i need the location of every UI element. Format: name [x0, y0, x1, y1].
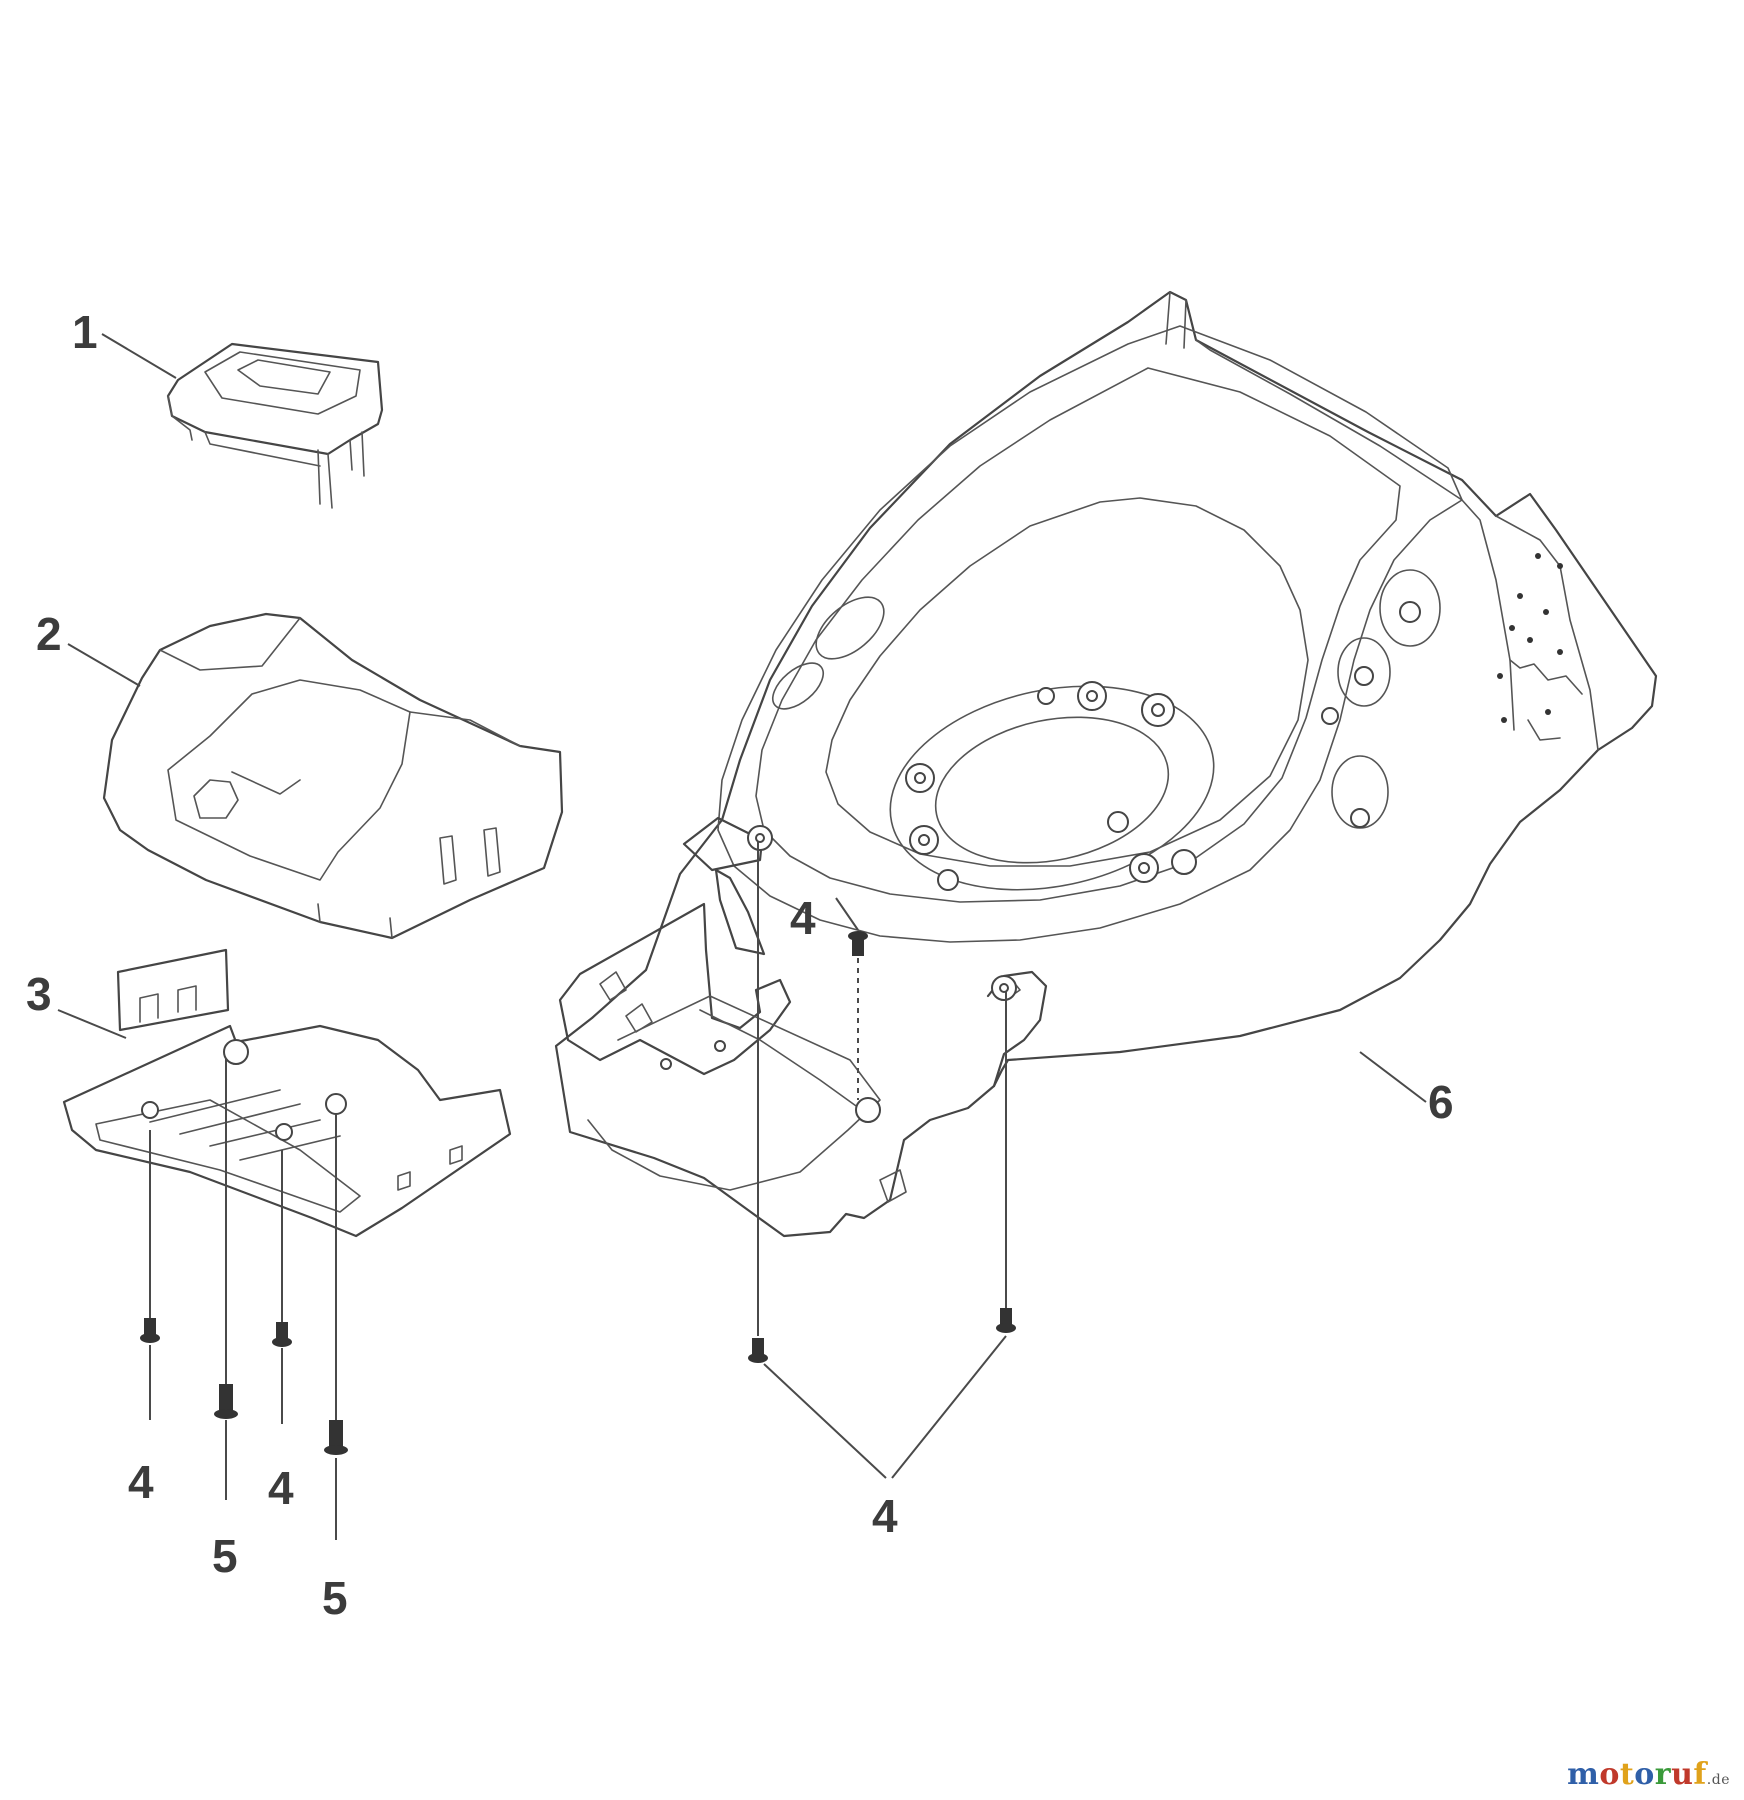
callout-1: 1 [72, 306, 98, 358]
watermark-logo: motoruf.de [1567, 1757, 1730, 1792]
callout-5-a: 5 [212, 1530, 238, 1582]
watermark-letter: o [1599, 1757, 1620, 1792]
leader-6 [1359, 1051, 1427, 1103]
part-3-under-tray [62, 948, 512, 1238]
watermark-letter: o [1634, 1757, 1655, 1792]
watermark-text: motoruf [1567, 1757, 1707, 1792]
callout-5-b: 5 [322, 1572, 348, 1624]
part-6-mower-deck [554, 290, 1658, 1238]
callout-3: 3 [26, 968, 52, 1020]
part-1-handle-cap [166, 342, 384, 509]
callout-6: 6 [1428, 1076, 1454, 1128]
watermark-letter: t [1619, 1757, 1635, 1792]
watermark-letter: m [1567, 1757, 1600, 1792]
callout-4-b: 4 [268, 1462, 294, 1514]
leader-3 [57, 1009, 127, 1039]
part-2-top-cover [102, 612, 564, 940]
leader-2 [67, 643, 141, 687]
callout-4-d: 4 [872, 1490, 898, 1542]
watermark-tld: .de [1706, 1772, 1730, 1788]
callout-4-c: 4 [790, 892, 816, 944]
leader-1 [101, 333, 177, 379]
watermark-letter: u [1671, 1757, 1694, 1792]
callout-2: 2 [36, 608, 62, 660]
tray-fasteners [140, 1058, 348, 1540]
deck-fasteners [748, 842, 1016, 1479]
watermark-letter: f [1693, 1757, 1707, 1792]
callout-4-a: 4 [128, 1456, 154, 1508]
watermark-letter: r [1654, 1757, 1672, 1792]
